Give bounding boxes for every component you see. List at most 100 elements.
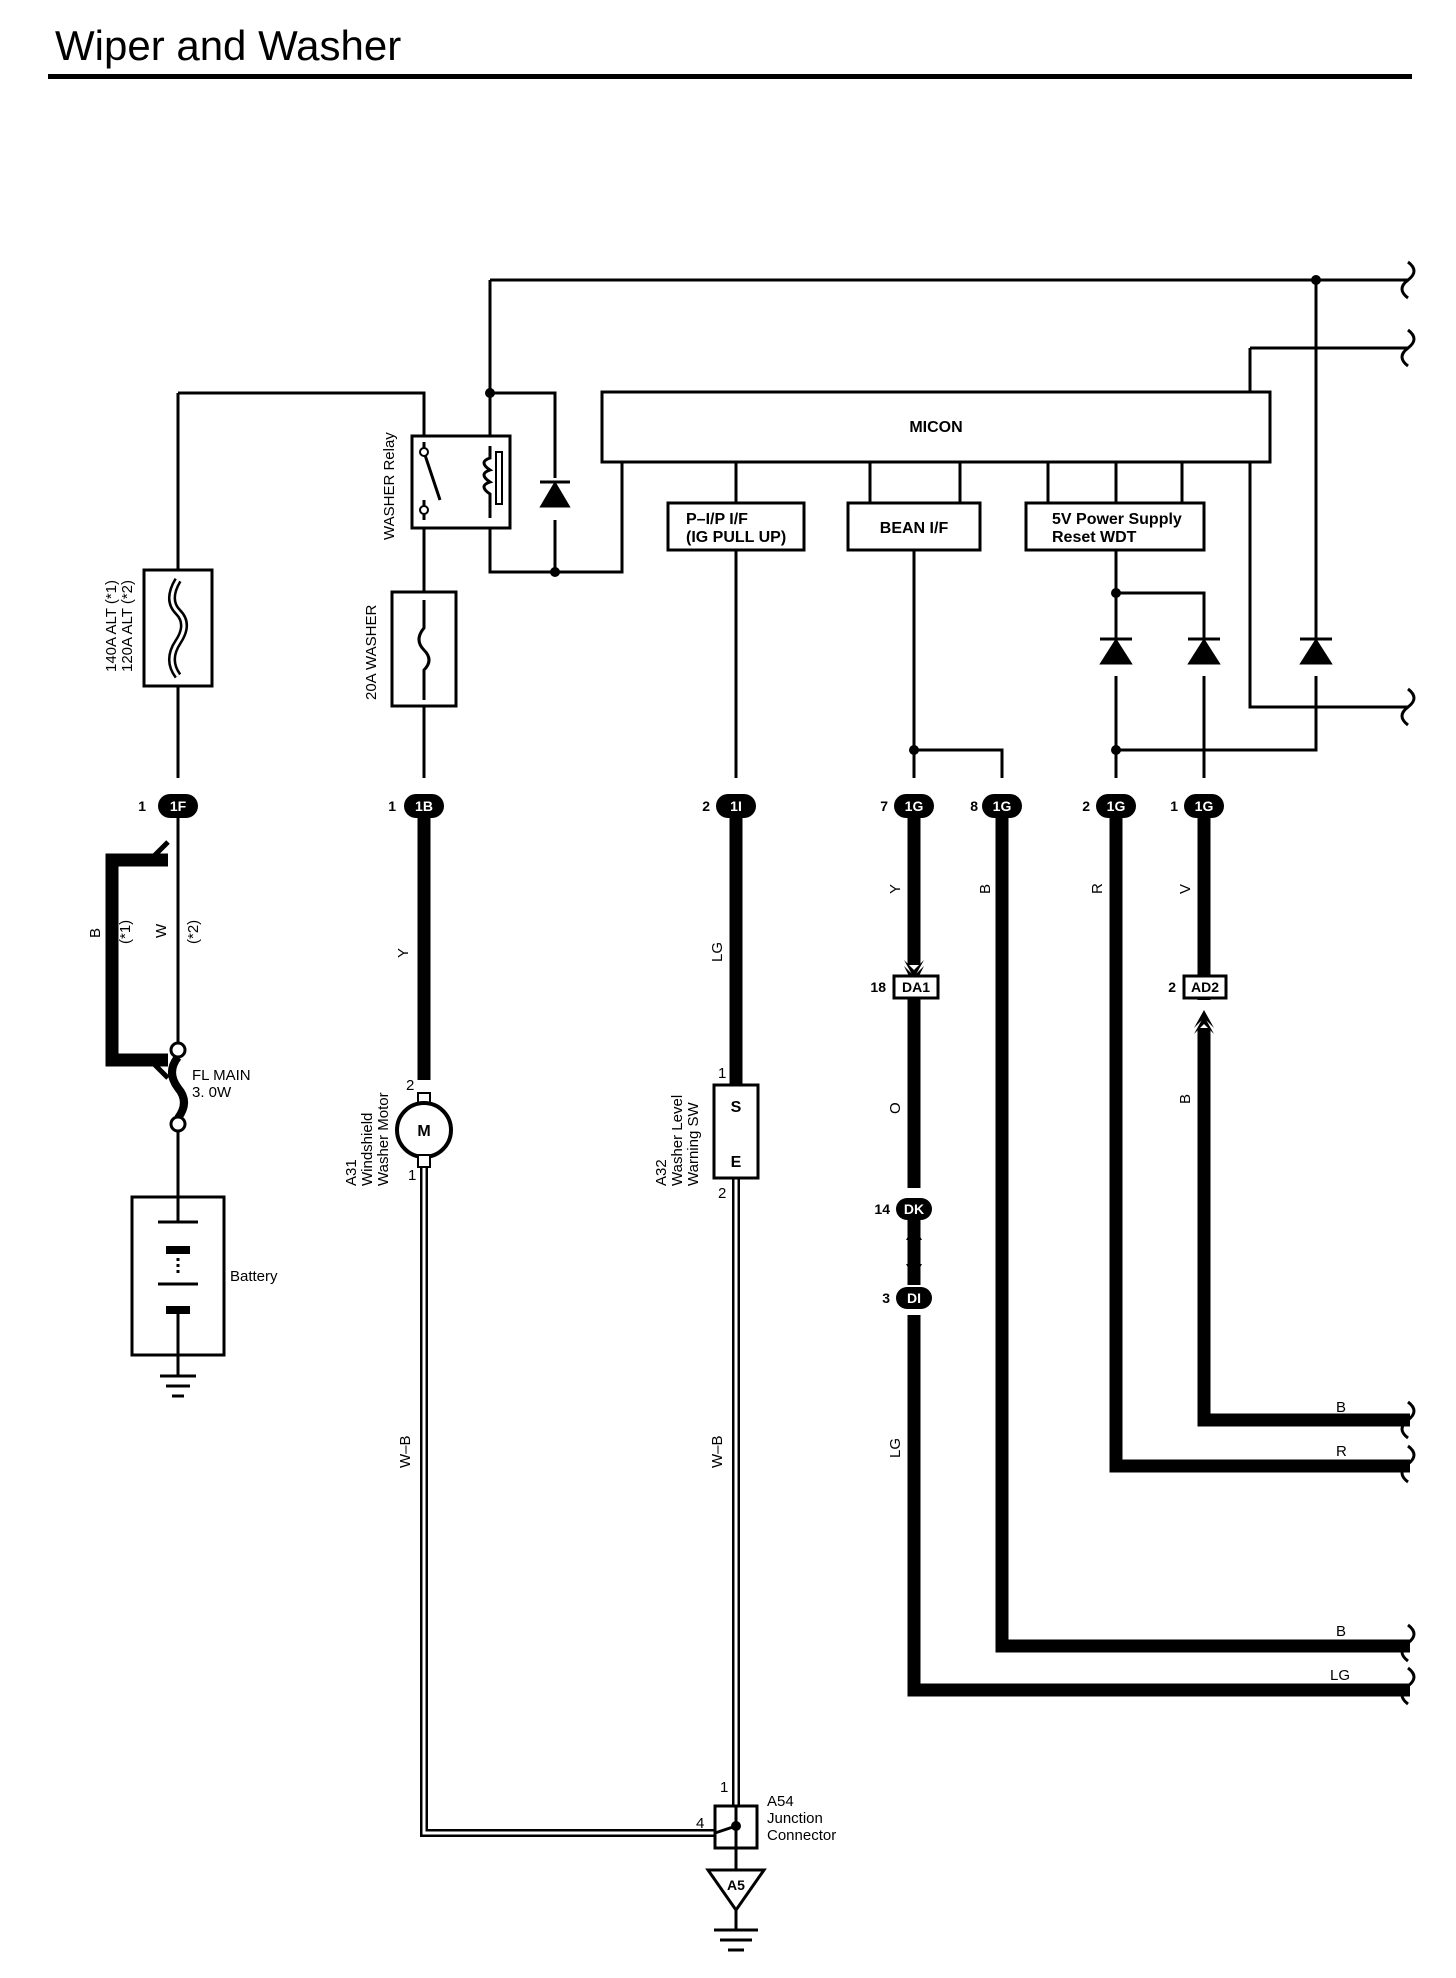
connector-1G-1: 1G 1 (1170, 794, 1224, 818)
washer-level-switch (712, 1083, 760, 1180)
double-wires (420, 1160, 740, 1837)
connector-1G-7-id: 1G (905, 798, 924, 814)
connector-1G-1-id: 1G (1195, 798, 1214, 814)
wire-label-wb-motor: W–B (397, 1435, 414, 1468)
wire-label-b-ad2: B (1177, 1094, 1194, 1104)
connector-1F-pin: 1 (138, 798, 146, 814)
switch-name-2: Warning SW (685, 1102, 702, 1186)
switch-pin-top: 1 (718, 1065, 726, 1082)
junction-id: A54 (767, 1793, 794, 1810)
pip-if-label: P–I/P I/F (686, 511, 748, 528)
wire-label-o-bean: O (887, 1102, 904, 1114)
alt-fuse-label-2: 120A ALT (*2) (119, 580, 136, 672)
wire-label-right-b2: B (1336, 1623, 1346, 1640)
junction-name-2: Connector (767, 1827, 836, 1844)
bean-if-label: BEAN I/F (880, 520, 949, 537)
motor-pin-bottom: 1 (408, 1167, 416, 1184)
connector-1G-8-id: 1G (993, 798, 1012, 814)
connector-1G-7-pin: 7 (880, 798, 888, 814)
battery-symbol (130, 1190, 226, 1375)
alt-fuse (142, 568, 214, 688)
thick-wires (105, 818, 1410, 1697)
connector-DK-pin: 14 (874, 1201, 890, 1217)
micon-label: MICON (909, 419, 962, 436)
relay-label: WASHER Relay (381, 432, 398, 540)
connector-AD2-pin: 2 (1168, 979, 1176, 995)
connector-AD2: AD2 2 (1168, 974, 1228, 1000)
junction-ground-icon (705, 1848, 767, 1952)
connector-1G-7: 1G 7 (880, 794, 934, 818)
connector-1B: 1B 1 (388, 794, 444, 818)
connector-DK: DK 14 (874, 1198, 932, 1220)
wire-color-labels: B (*1) W (*2) Y LG W–B W–B Y O LG B R V … (87, 883, 1350, 1684)
connector-1B-id: 1B (415, 798, 433, 814)
wire-label-alt-n1: (*1) (117, 920, 134, 944)
wire-label-alt-n2: (*2) (185, 920, 202, 944)
wire-label-right-lg: LG (1330, 1667, 1350, 1684)
motor-id: A31 (343, 1159, 360, 1186)
connector-1G-2: 1G 2 (1082, 794, 1136, 818)
bean-if-block (846, 501, 982, 552)
connector-1G-8-pin: 8 (970, 798, 978, 814)
wire-label-r-pwr: R (1089, 883, 1106, 894)
title-rule (48, 74, 1412, 79)
connector-DI-id: DI (907, 1290, 921, 1306)
motor-pin-top: 2 (406, 1077, 414, 1094)
wire-label-lg-sw: LG (709, 942, 726, 962)
connector-1G-1-pin: 1 (1170, 798, 1178, 814)
connector-1I-id: 1I (730, 798, 742, 814)
page-title: Wiper and Washer (55, 22, 402, 69)
wire-label-alt-b: B (87, 928, 104, 938)
wire-label-wb-sw: W–B (709, 1435, 726, 1468)
connector-AD2-id: AD2 (1191, 979, 1219, 995)
washer-fuse-label: 20A WASHER (363, 605, 380, 700)
connector-1F: 1F 1 (138, 794, 198, 818)
junction-connector (713, 1804, 759, 1850)
motor-symbol-label: M (417, 1123, 430, 1140)
connector-1I: 1I 2 (702, 794, 756, 818)
wire-label-b-bean: B (977, 884, 994, 894)
wire-label-right-b1: B (1336, 1399, 1346, 1416)
connector-DA1-pin: 18 (870, 979, 886, 995)
connector-DA1: DA1 18 (870, 974, 940, 1000)
junction-dots (485, 275, 1321, 755)
connector-1F-id: 1F (170, 798, 187, 814)
diodes (539, 480, 1333, 665)
connector-1B-pin: 1 (388, 798, 396, 814)
fl-main-label: FL MAIN (192, 1067, 251, 1084)
micon-box (600, 390, 1272, 464)
washer-fuse (390, 590, 458, 708)
switch-pin-e: E (731, 1154, 742, 1171)
switch-id: A32 (653, 1159, 670, 1186)
pip-if-sub: (IG PULL UP) (686, 529, 786, 546)
wire-label-lg-bean: LG (887, 1438, 904, 1458)
connector-1I-pin: 2 (702, 798, 710, 814)
wire-label-alt-w: W (153, 923, 170, 938)
fl-main-fusible-link (168, 1041, 188, 1133)
fl-main-rating: 3. 0W (192, 1084, 232, 1101)
junction-pin-left: 4 (696, 1815, 704, 1832)
switch-name-1: Washer Level (669, 1095, 686, 1186)
pip-if-block (666, 501, 806, 552)
switch-pin-bottom: 2 (718, 1185, 726, 1202)
battery-ground-icon (160, 1374, 196, 1398)
connector-1G-2-pin: 2 (1082, 798, 1090, 814)
wire-label-y-motor: Y (395, 948, 412, 958)
connector-DA1-id: DA1 (902, 979, 930, 995)
motor-name-1: Windshield (359, 1113, 376, 1186)
alt-fuse-label-1: 140A ALT (*1) (103, 580, 120, 672)
wire-label-v-pwr: V (1177, 884, 1194, 894)
connector-1G-2-id: 1G (1107, 798, 1126, 814)
power-supply-label: 5V Power Supply (1052, 511, 1182, 528)
washer-relay (410, 434, 512, 530)
wire-label-right-r: R (1336, 1443, 1347, 1460)
washer-motor-symbol (395, 1092, 453, 1168)
reset-wdt-label: Reset WDT (1052, 529, 1137, 546)
wire-label-y-bean: Y (887, 884, 904, 894)
connector-DI: DI 3 (882, 1287, 932, 1309)
power-supply-block (1024, 501, 1206, 552)
battery-label: Battery (230, 1268, 278, 1285)
wire-break-marks (1400, 260, 1416, 1706)
ground-label: A5 (727, 1877, 745, 1893)
